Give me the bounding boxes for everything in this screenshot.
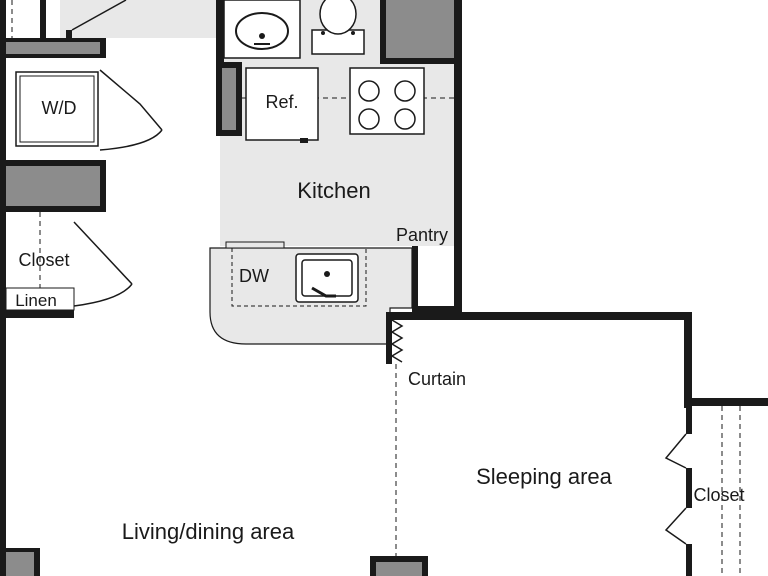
- dashed-lines: [11, 0, 741, 576]
- sleeping-closet-label: Closet: [693, 485, 744, 505]
- stove: [349, 67, 425, 135]
- sleeping-area-label: Sleeping area: [476, 464, 613, 489]
- pantry-label: Pantry: [396, 225, 448, 245]
- washer-dryer-label: W/D: [42, 98, 77, 118]
- bathroom-sink: [223, 0, 301, 59]
- dishwasher-label: DW: [239, 266, 269, 286]
- refrigerator: [245, 67, 319, 143]
- kitchen-label: Kitchen: [297, 178, 370, 203]
- doors: [71, 0, 687, 545]
- curtain-symbol: [390, 319, 404, 363]
- dishwasher: [225, 241, 285, 249]
- curtain-label: Curtain: [408, 369, 466, 389]
- washer-dryer: [15, 71, 99, 147]
- kitchen-sink: [295, 253, 359, 303]
- living-dining-label: Living/dining area: [122, 519, 295, 544]
- closet-label: Closet: [18, 250, 69, 270]
- refrigerator-label: Ref.: [265, 92, 298, 112]
- toilet: [311, 0, 365, 55]
- linen-shelf: [5, 287, 75, 311]
- linen-label: Linen: [15, 291, 57, 310]
